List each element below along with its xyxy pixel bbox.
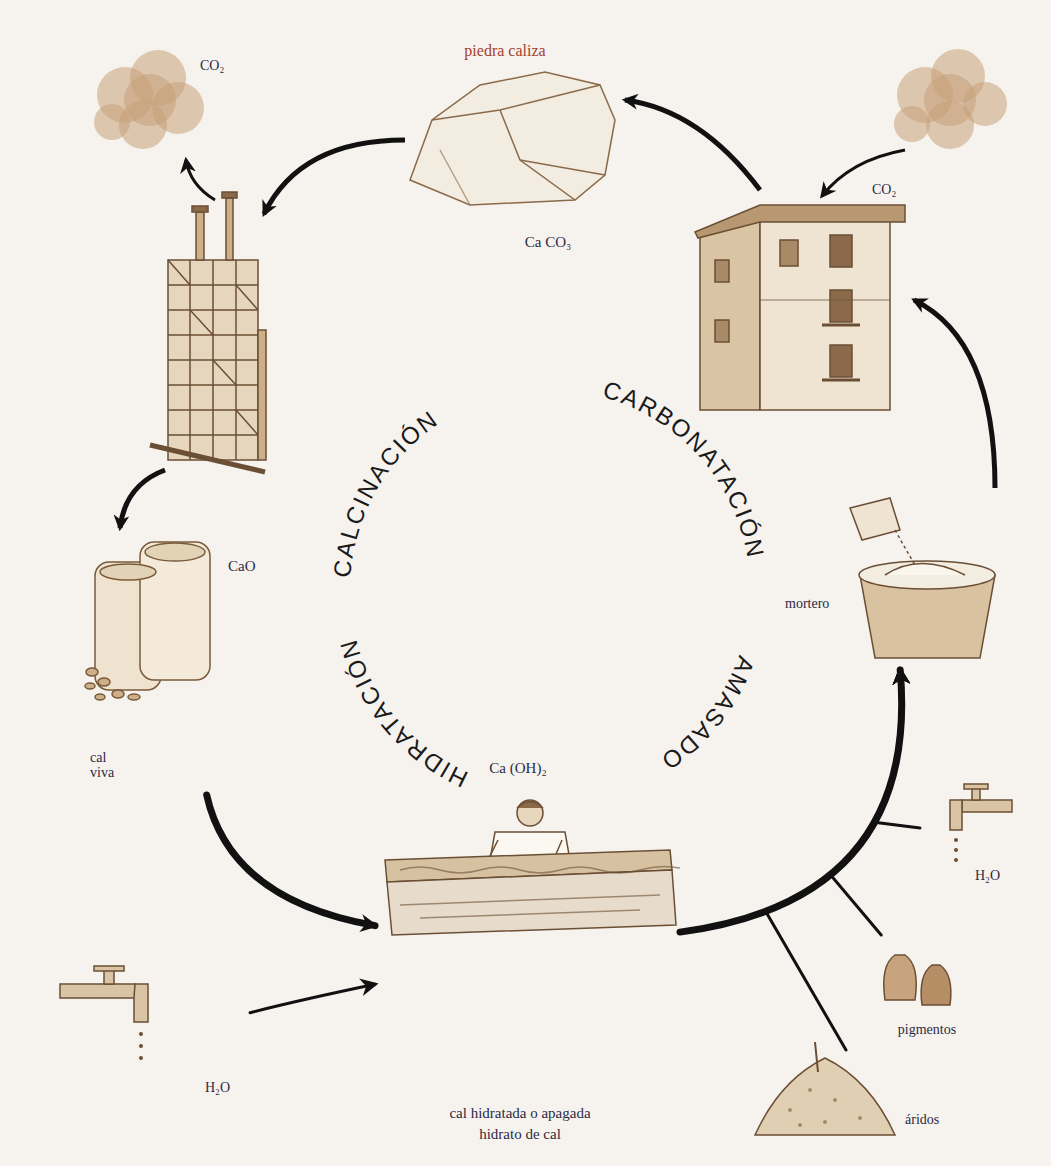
quicklime-sacks	[85, 542, 210, 700]
item-label: CO₂	[200, 58, 224, 73]
building	[695, 205, 905, 410]
flow-arrow	[250, 984, 375, 1012]
lime-kiln	[150, 192, 266, 472]
item-label: mortero	[785, 596, 829, 611]
process-name: CARBONATACIÓN	[600, 376, 770, 561]
co2-item: CO₂	[90, 35, 240, 165]
item-label: H₂O	[975, 868, 1000, 883]
flow-arrow	[207, 795, 375, 926]
slaked-lime-item: Ca (OH)₂ cal hidratada o apagada hidrato d…	[375, 755, 680, 1150]
process-name: AMASADO	[656, 653, 761, 777]
item-label: cal hidratada o apagada	[449, 1105, 590, 1122]
item-label: Ca CO₃	[525, 234, 571, 251]
limestone-rock	[410, 72, 615, 205]
item-label: CaO	[228, 558, 256, 575]
item-label: hidrato de cal	[479, 1126, 561, 1143]
pigment-bags	[884, 955, 951, 1005]
co2-cloud-right	[894, 49, 1007, 149]
process-name: CALCINACIÓN	[328, 405, 443, 579]
item-label: Ca (OH)₂	[489, 760, 546, 777]
item-label: pigmentos	[898, 1022, 956, 1037]
flow-arrow	[830, 670, 901, 935]
item-label: H₂O	[205, 1080, 230, 1095]
water-item: H₂O	[55, 970, 250, 1105]
aggregate-pile	[755, 1042, 895, 1135]
water-tap-right	[950, 784, 1012, 862]
water-item: H₂O	[920, 780, 1035, 890]
slaking-tank	[385, 800, 680, 935]
item-label: CO₂	[872, 182, 896, 197]
limestone-item: piedra caliza Ca CO₃	[395, 28, 625, 260]
quicklime-item: CaO cal viva	[75, 510, 275, 795]
pigment-item: pigmentos	[870, 935, 985, 1045]
flow-arrow	[766, 670, 902, 1050]
co2-cloud-left	[94, 50, 204, 149]
co2-item: CO₂	[860, 35, 1015, 210]
flow-arrow	[680, 670, 902, 932]
aggregate-item: áridos	[745, 1050, 1005, 1150]
water-tap-left	[60, 966, 148, 1060]
mortar-item: mortero	[775, 490, 1010, 670]
mortar-bucket	[850, 498, 995, 658]
item-label: piedra caliza	[464, 42, 545, 60]
item-label: cal viva	[90, 750, 132, 781]
process-name: HIDRATACIÓN	[334, 636, 471, 793]
cycle-arrows	[120, 100, 995, 528]
item-label: áridos	[905, 1112, 939, 1127]
